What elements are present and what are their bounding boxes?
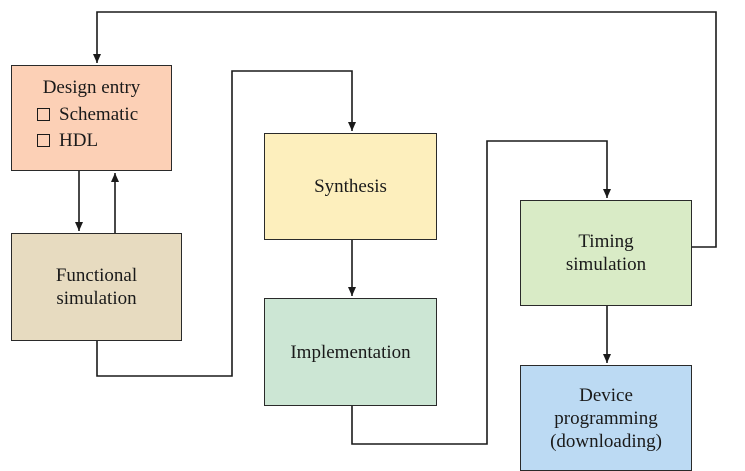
design-entry-box: Design entry Schematic HDL [11,65,172,171]
implementation-box: Implementation [264,298,437,406]
option-hdl-label: HDL [59,130,99,151]
design-entry-title: Design entry [42,77,141,98]
option-schematic: Schematic [37,103,138,126]
option-schematic-label: Schematic [59,104,139,125]
device-programming-box: Device programming (downloading) [520,365,692,471]
timing-simulation-box: Timing simulation [520,200,692,306]
synthesis-label: Synthesis [314,176,387,197]
device-programming-label-line-1: Device [579,384,633,406]
device-programming-label-line-2: programming [554,407,658,429]
device-programming-label-line-3: (downloading) [550,430,662,452]
hdl-checkbox-icon [37,134,50,147]
synthesis-box: Synthesis [264,133,437,240]
functional-simulation-box: Functional simulation [11,233,182,341]
timing-simulation-label-line-2: simulation [565,254,647,275]
functional-simulation-label-line-1: Functional [55,265,138,286]
connector-functional-to-synthesis [96,70,356,377]
connector-implementation-to-timing [351,140,611,445]
option-hdl: HDL [37,129,98,152]
functional-simulation-label-line-2: simulation [56,288,137,309]
connector-timing-to-design-entry [93,11,717,248]
timing-simulation-label-line-1: Timing [578,231,634,252]
implementation-label: Implementation [290,341,411,363]
schematic-checkbox-icon [37,108,50,121]
